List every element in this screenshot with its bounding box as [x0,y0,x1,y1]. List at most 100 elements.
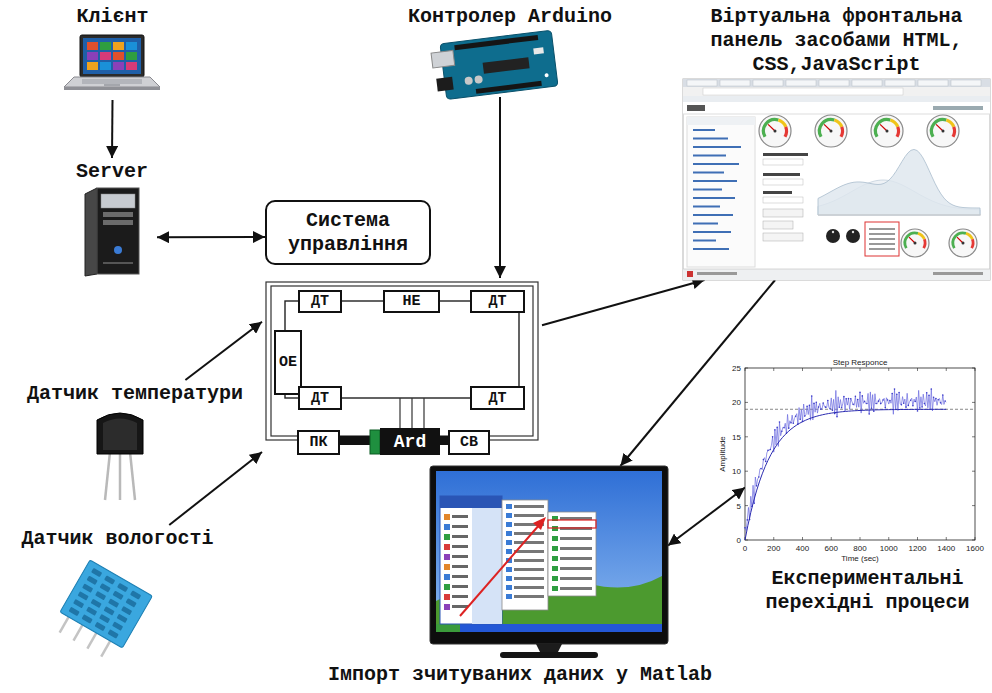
arrow [542,280,704,325]
box-label: СВ [460,434,478,451]
sensor-illustration [103,419,137,451]
chart-plot [779,421,781,423]
monitor-illustration [452,575,468,578]
chart-plot [799,419,801,421]
sensor-illustration [91,599,102,608]
chart-plot [864,400,866,402]
server-illustration [97,188,139,274]
browser-screenshot [774,130,777,133]
browser-screenshot [763,233,803,241]
chart-plot [873,411,875,413]
laptop-illustration [126,62,137,70]
browser-screenshot [693,223,718,225]
browser-screenshot [869,243,895,245]
laptop-illustration [80,35,144,77]
monitor-illustration [452,535,468,538]
virtual-front-panel: Віртуальна фронтальна панель засобами HT… [683,3,990,280]
laptop-illustration [87,42,98,50]
browser-screenshot [687,105,705,111]
browser-screenshot [904,232,919,249]
chart-plot [868,413,870,415]
laptop-illustration [83,38,141,74]
browser-screenshot [901,229,929,257]
browser-screenshot [683,269,990,270]
sensor-illustration [51,560,152,664]
browser-screenshot [918,232,926,240]
chart-plot [887,399,889,401]
chart-plot [788,427,790,429]
chart-plot [745,368,746,371]
laptop-illustration [100,62,111,70]
browser-screenshot [951,80,981,86]
chart-plot [862,395,864,397]
monitor-illustration [560,537,592,540]
monitor-illustration [444,584,450,590]
monitor-illustration [506,594,512,599]
monitor-illustration [444,534,450,540]
chart-plot [848,398,850,400]
chart-plot [745,471,748,472]
sensor-illustration [60,617,69,633]
browser-screenshot [697,272,737,275]
laptop-illustration [64,77,160,87]
monitor-illustration [506,567,512,572]
laptop-illustration [126,52,137,60]
monitor-illustration [436,471,662,631]
board-wiring [266,282,538,440]
monitor-illustration [514,559,544,562]
laptop-illustration [82,79,142,84]
browser-screenshot [693,138,728,140]
browser-screenshot [869,233,895,235]
chart-plot [790,422,792,424]
chart-plot [767,450,769,452]
chart-plot [901,404,903,406]
arduino-illustration [474,75,483,84]
browser-screenshot [720,80,750,86]
chart-plot [850,398,852,400]
laptop-illustration [87,62,98,70]
sensor-illustration [112,622,123,631]
browser-screenshot [896,126,901,137]
browser-screenshot [693,155,726,157]
browser-screenshot [786,80,816,86]
monitor-illustration [514,532,544,535]
chart-plot [806,406,808,408]
axis-tick: 0 [737,536,741,545]
monitor-illustration [444,574,450,580]
browser-screenshot [683,114,990,115]
chart-plot [747,519,749,521]
monitor-illustration [514,568,544,571]
chart-plot [857,399,859,401]
monitor-illustration [536,644,562,652]
chart-plot [917,368,918,371]
chart-plot [882,399,884,401]
chart-plot [944,400,946,402]
sensor-illustration [97,413,143,454]
monitor-illustration [560,547,592,550]
chart-plot [820,408,822,410]
monitor-illustration [436,624,460,632]
chart-plot [891,393,893,395]
browser-screenshot [687,117,755,267]
sensor-illustration [99,614,110,623]
arduino-box: Ard [380,428,440,455]
browser-screenshot [914,242,917,245]
arduino-illustration [430,30,558,100]
chart-plot [935,398,937,400]
chart-plot [928,395,930,397]
server-illustration [114,246,122,254]
monitor-illustration [506,549,512,554]
sensor-illustration [117,583,128,592]
sensor-box: ДТ [470,290,525,313]
chart-plot [921,406,923,408]
browser-screenshot [818,149,980,215]
axis-tick: 600 [825,544,838,553]
humidity-sensor: Датчик вологості [5,525,230,655]
axis-tick: 1000 [880,544,898,553]
chart-plot [832,410,834,412]
chart-plot [903,402,905,404]
arduino-illustration [464,76,473,85]
browser-screenshot [952,232,967,249]
chart-plot [871,407,873,409]
monitor: Імпорт зчитуваних даних у Matlab [430,466,668,660]
